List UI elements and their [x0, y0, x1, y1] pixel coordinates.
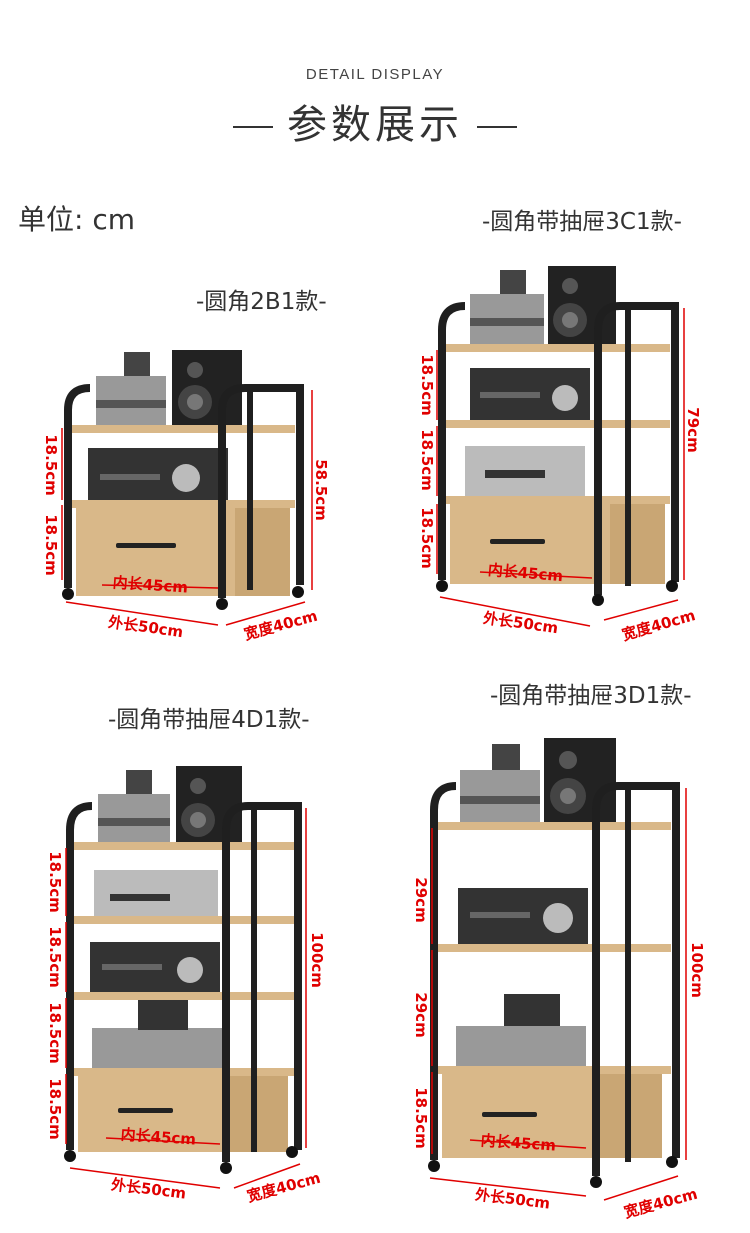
caster-wheel-icon [62, 586, 304, 610]
header-title: 参数展示 [0, 92, 750, 150]
shelf-height-label: 18.5cm [46, 1078, 64, 1140]
inner-length-label: 内长45cm [480, 1131, 556, 1154]
amplifier-icon [470, 368, 590, 420]
shelf-height-label: 18.5cm [46, 1002, 64, 1064]
product-diagram-3d1: 29cm 29cm 18.5cm 100cm 内长45cm 外长50cm 宽度4… [412, 738, 706, 1222]
width-label: 宽度40cm [619, 606, 697, 644]
amplifier-icon [88, 448, 228, 500]
shelf-height-label: 18.5cm [42, 434, 60, 496]
inner-length-label: 内长45cm [120, 1125, 196, 1148]
drawer-handle-icon [482, 1112, 537, 1117]
amplifier-icon [458, 888, 588, 944]
product-title-3c1: -圆角带抽屉3C1款- [482, 209, 682, 235]
amplifier-icon [94, 870, 218, 916]
unit-label: 单位: cm [18, 203, 136, 236]
printer-icon [470, 270, 544, 346]
printer-icon [460, 744, 540, 824]
outer-length-label: 外长50cm [106, 613, 184, 641]
outer-length-label: 外长50cm [109, 1175, 187, 1202]
shelf-height-label: 18.5cm [418, 507, 436, 569]
shelf-height-label: 18.5cm [412, 1087, 430, 1149]
title-right-rule [477, 126, 517, 128]
shelf-height-label: 18.5cm [42, 514, 60, 576]
printer-icon [456, 994, 586, 1066]
drawer-handle-icon [490, 539, 545, 544]
total-height-label: 58.5cm [312, 459, 330, 521]
amplifier-icon [90, 942, 220, 992]
total-height-label: 79cm [684, 407, 702, 452]
product-title-3d1: -圆角带抽屉3D1款- [490, 683, 692, 709]
width-label: 宽度40cm [244, 1169, 322, 1206]
speaker-icon [176, 766, 242, 846]
shelf-height-label: 18.5cm [46, 851, 64, 913]
printer-icon [96, 352, 166, 428]
outer-length-label: 外长50cm [473, 1185, 551, 1212]
title-text: 参数展示 [287, 102, 463, 148]
drawer-handle-icon [118, 1108, 173, 1113]
amplifier-icon [465, 446, 585, 496]
outer-length-label: 外长50cm [481, 609, 559, 637]
printer-icon [92, 1000, 222, 1068]
drawer-handle-icon [116, 543, 176, 548]
shelf-height-label: 29cm [412, 877, 430, 922]
shelf-height-label: 29cm [412, 992, 430, 1037]
width-label: 宽度40cm [241, 607, 319, 644]
total-height-label: 100cm [688, 942, 706, 998]
total-height-label: 100cm [308, 932, 326, 988]
caster-wheel-icon [428, 1156, 678, 1188]
product-title-2b1: -圆角2B1款- [196, 289, 327, 315]
speaker-icon [544, 738, 616, 824]
shelf-height-label: 18.5cm [418, 354, 436, 416]
printer-icon [98, 770, 170, 844]
product-diagram-3c1: 18.5cm 18.5cm 18.5cm 79cm 内长45cm 外长50cm … [418, 266, 702, 645]
caster-wheel-icon [64, 1146, 298, 1174]
product-diagram-2b1: 18.5cm 18.5cm 58.5cm 内长45cm 外长50cm 宽度40c… [42, 350, 330, 644]
inner-length-label: 内长45cm [112, 573, 188, 596]
shelf-height-label: 18.5cm [418, 429, 436, 491]
caster-wheel-icon [436, 580, 678, 606]
product-diagram-4d1: 18.5cm 18.5cm 18.5cm 18.5cm 100cm 内长45cm… [46, 766, 326, 1206]
header-subtitle: DETAIL DISPLAY [305, 66, 445, 83]
shelf-height-label: 18.5cm [46, 926, 64, 988]
title-left-rule [233, 126, 273, 128]
product-title-4d1: -圆角带抽屉4D1款- [108, 707, 310, 733]
